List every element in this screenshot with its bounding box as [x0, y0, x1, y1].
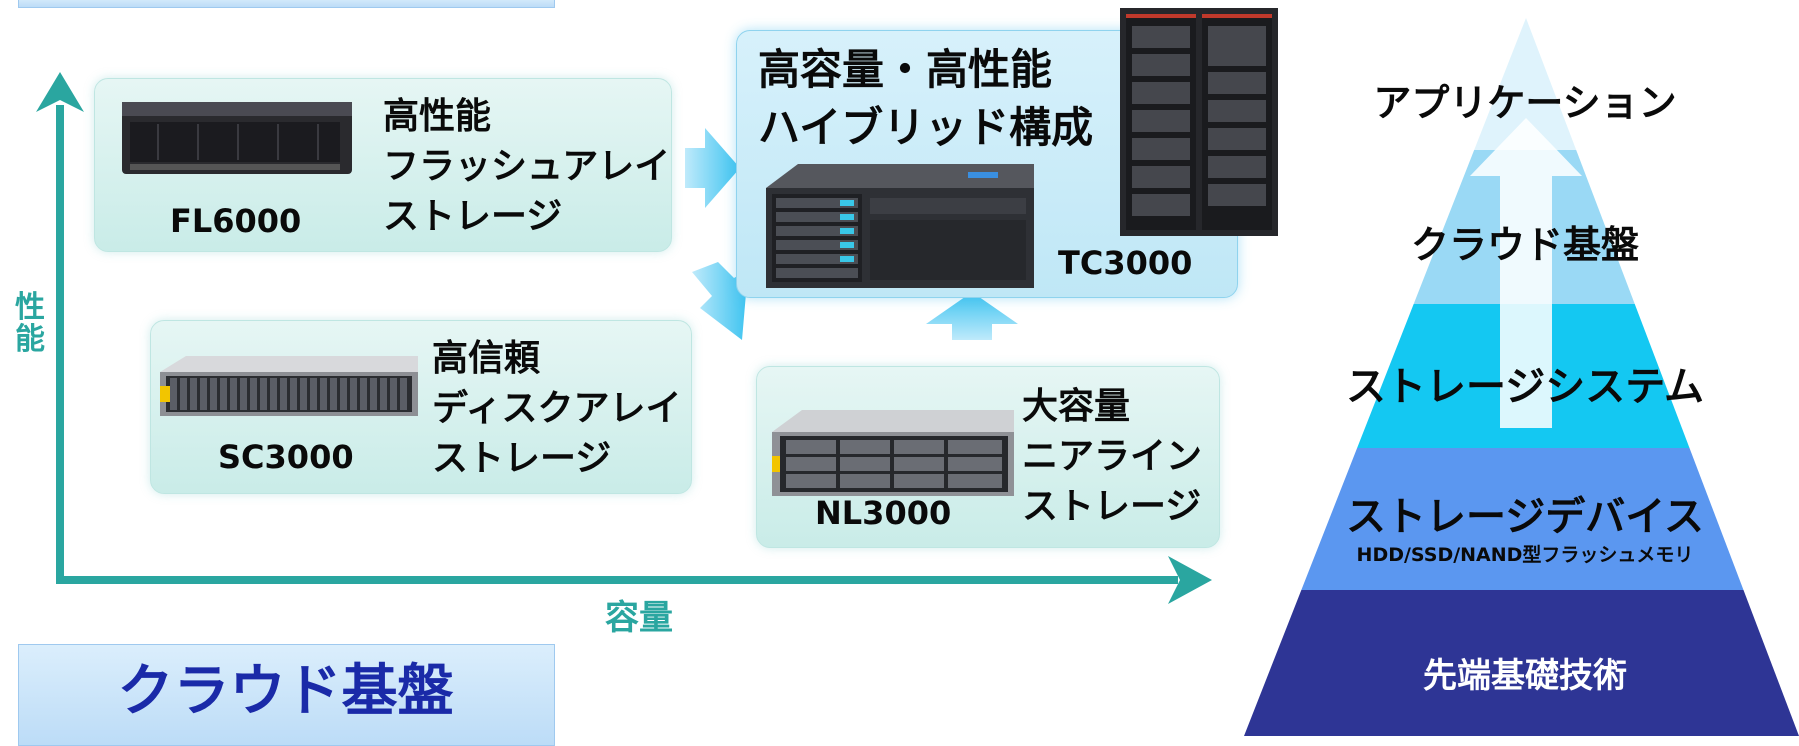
pyramid-label-cloud: クラウド基盤 [1410, 223, 1639, 267]
top-banner-stub [18, 0, 555, 8]
sc3000-desc-line3: ストレージ [432, 438, 612, 479]
arrow-nl-to-tc [926, 292, 1018, 340]
fl6000-desc-line2: フラッシュアレイ [383, 146, 671, 187]
pyramid-label-application: アプリケーション [1373, 81, 1677, 125]
fl6000-desc-line1: 高性能 [383, 96, 492, 137]
tc3000-title-line2: ハイブリッド構成 [758, 103, 1094, 152]
tc3000-rack-image [1120, 8, 1278, 236]
pyramid-up-arrow [1470, 118, 1582, 428]
sc3000-desc-line1: 高信頼 [432, 338, 541, 379]
cloud-infrastructure-banner-label: クラウド基盤 [117, 659, 454, 724]
sc3000-device-image [160, 356, 418, 416]
axes-and-arrows [36, 72, 1212, 604]
nl3000-model-label: NL3000 [815, 494, 952, 532]
nl3000-desc-line2: ニアライン [1022, 436, 1203, 477]
cloud-infrastructure-banner [18, 644, 555, 746]
arrow-sc-to-tc [692, 262, 748, 340]
pyramid-layer-advanced-tech [1244, 590, 1799, 736]
fl6000-model-label: FL6000 [170, 202, 302, 240]
sc3000-model-label: SC3000 [218, 438, 354, 476]
tc3000-tower-image [766, 164, 1034, 288]
pyramid-sublabel-storage-device: HDD/SSD/NAND型フラッシュメモリ [1356, 544, 1694, 566]
y-axis-label: 性能 [15, 290, 45, 357]
y-axis-arrowhead [36, 72, 84, 112]
technology-pyramid [1244, 18, 1799, 736]
nl3000-desc-line1: 大容量 [1022, 386, 1131, 427]
pyramid-label-advanced-tech: 先端基礎技術 [1423, 656, 1627, 696]
pyramid-label-storage-device: ストレージデバイス [1346, 494, 1704, 540]
tc3000-model-label: TC3000 [1058, 244, 1193, 282]
pyramid-label-storage-system: ストレージシステム [1346, 364, 1704, 410]
fl6000-desc-line3: ストレージ [383, 196, 563, 237]
tc3000-title-line1: 高容量・高性能 [758, 45, 1053, 94]
x-axis-label: 容量 [605, 598, 673, 638]
sc3000-desc-line2: ディスクアレイ [432, 388, 682, 429]
nl3000-device-image [772, 410, 1014, 496]
x-axis-arrowhead [1168, 556, 1212, 604]
arrow-fl-to-tc [685, 128, 740, 208]
nl3000-desc-line3: ストレージ [1022, 486, 1202, 527]
fl6000-device-image [122, 102, 352, 174]
